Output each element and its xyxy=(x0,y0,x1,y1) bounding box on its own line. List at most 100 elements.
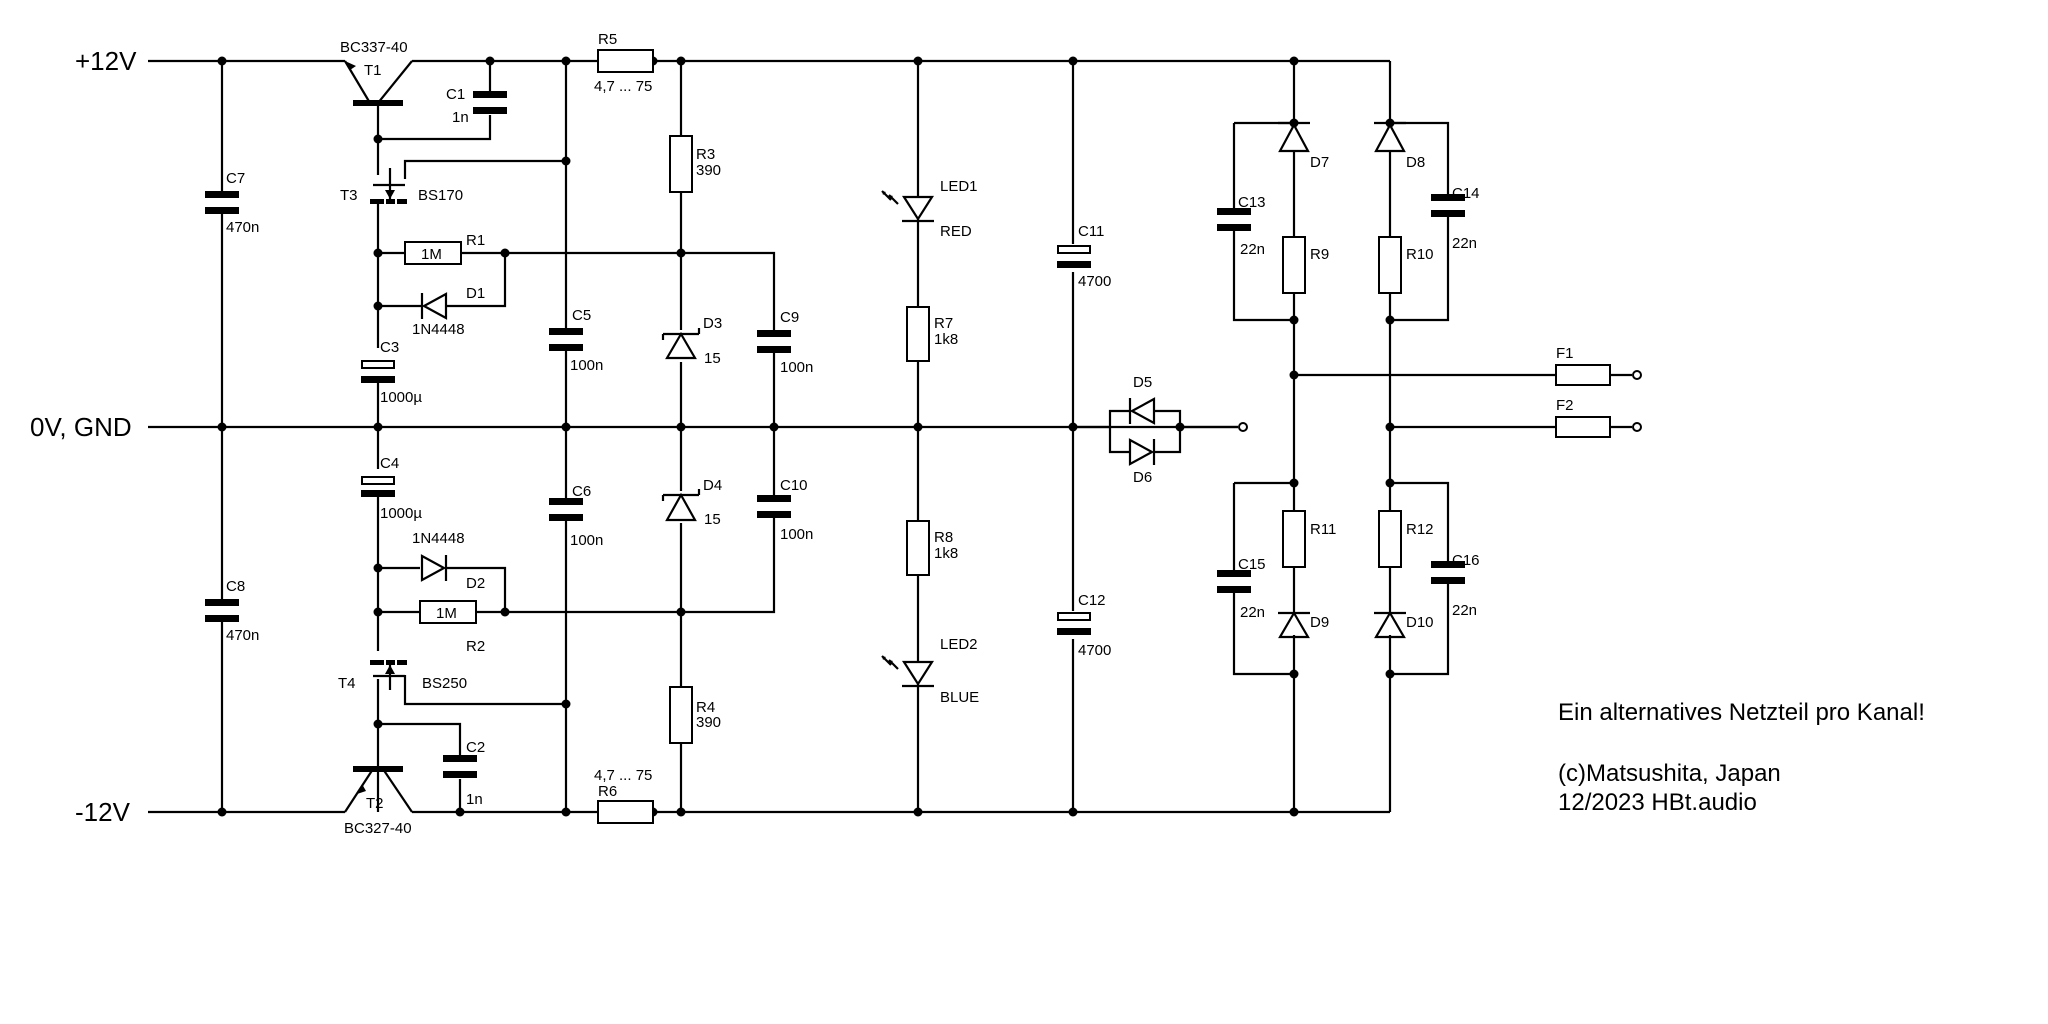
r5-value-label: 4,7 ... 75 xyxy=(594,78,652,95)
c12-ref-label: C12 xyxy=(1078,592,1106,609)
resistor-r5 xyxy=(597,49,654,73)
d1-ref-label: D1 xyxy=(466,285,485,302)
d6-ref-label: D6 xyxy=(1133,469,1152,486)
d9-ref-label: D9 xyxy=(1310,614,1329,631)
junction-dots xyxy=(217,56,1395,817)
fuse-f1 xyxy=(1555,364,1611,386)
c11-value-label: 4700 xyxy=(1078,273,1111,290)
capacitor-c13 xyxy=(1217,208,1251,231)
t2-type-label: BC327-40 xyxy=(344,820,412,837)
c10-value-label: 100n xyxy=(780,526,813,543)
c1-ref-label: C1 xyxy=(446,86,465,103)
t3-type-label: BS170 xyxy=(418,187,463,204)
c4-ref-label: C4 xyxy=(380,455,399,472)
capacitor-c12 xyxy=(1057,612,1091,635)
c15-ref-label: C15 xyxy=(1238,556,1266,573)
t1-type-label: BC337-40 xyxy=(340,39,408,56)
c5-value-label: 100n xyxy=(570,357,603,374)
c9-value-label: 100n xyxy=(780,359,813,376)
note-line-3: 12/2023 HBt.audio xyxy=(1558,789,1757,816)
r7-value-label: 1k8 xyxy=(934,331,958,348)
c16-value-label: 22n xyxy=(1452,602,1477,619)
c3-value-label: 1000µ xyxy=(380,389,422,406)
r8-ref-label: R8 xyxy=(934,529,953,546)
note-line-2: (c)Matsushita, Japan xyxy=(1558,760,1781,787)
r7-ref-label: R7 xyxy=(934,315,953,332)
f1-ref-label: F1 xyxy=(1556,345,1574,362)
led2-ref-label: LED2 xyxy=(940,636,978,653)
capacitor-c14 xyxy=(1431,194,1465,217)
c12-value-label: 4700 xyxy=(1078,642,1111,659)
wires xyxy=(148,59,1632,814)
resistor-r9 xyxy=(1282,236,1306,294)
capacitor-c1 xyxy=(473,91,507,114)
diode-d5 xyxy=(1128,397,1156,425)
r1-ref-label: R1 xyxy=(466,232,485,249)
capacitor-c3 xyxy=(361,360,395,383)
c8-value-label: 470n xyxy=(226,627,259,644)
capacitor-c8 xyxy=(205,599,239,622)
c10-ref-label: C10 xyxy=(780,477,808,494)
capacitor-c11 xyxy=(1057,245,1091,268)
zener-diode-d3 xyxy=(661,328,701,360)
led1-color-label: RED xyxy=(940,223,972,240)
capacitor-c2 xyxy=(443,755,477,778)
r6-ref-label: R6 xyxy=(598,783,617,800)
c16-ref-label: C16 xyxy=(1452,552,1480,569)
capacitor-c15 xyxy=(1217,570,1251,593)
c3-ref-label: C3 xyxy=(380,339,399,356)
t2-ref-label: T2 xyxy=(366,795,384,812)
resistor-r8 xyxy=(906,520,930,576)
diode-d8 xyxy=(1374,121,1406,153)
r10-ref-label: R10 xyxy=(1406,246,1434,263)
capacitor-c16 xyxy=(1431,561,1465,584)
r2-ref-label: R2 xyxy=(466,638,485,655)
diode-d10 xyxy=(1374,610,1406,639)
t3-ref-label: T3 xyxy=(340,187,358,204)
led1-ref-label: LED1 xyxy=(940,178,978,195)
r5-ref-label: R5 xyxy=(598,31,617,48)
d4-ref-label: D4 xyxy=(703,477,722,494)
r3-value-label: 390 xyxy=(696,162,721,179)
r4-ref-label: R4 xyxy=(696,699,715,716)
d3-ref-label: D3 xyxy=(703,315,722,332)
c6-value-label: 100n xyxy=(570,532,603,549)
note-line-1: Ein alternatives Netzteil pro Kanal! xyxy=(1558,699,1925,726)
t1-ref-label: T1 xyxy=(364,62,382,79)
led2-color-label: BLUE xyxy=(940,689,979,706)
r4-value-label: 390 xyxy=(696,714,721,731)
c9-ref-label: C9 xyxy=(780,309,799,326)
resistor-r1 xyxy=(404,241,462,265)
led-led2 xyxy=(881,655,935,688)
capacitor-c6 xyxy=(549,498,583,521)
r1-value-label: 1M xyxy=(421,246,442,263)
c6-ref-label: C6 xyxy=(572,483,591,500)
rail-label-neg: -12V xyxy=(75,797,131,827)
resistor-r6 xyxy=(597,800,654,824)
t4-type-label: BS250 xyxy=(422,675,467,692)
r2-value-label: 1M xyxy=(436,605,457,622)
resistor-r10 xyxy=(1378,236,1402,294)
r8-value-label: 1k8 xyxy=(934,545,958,562)
transistor-t2 xyxy=(344,766,413,813)
d4-value-label: 15 xyxy=(704,511,721,528)
r6-value-label: 4,7 ... 75 xyxy=(594,767,652,784)
c14-ref-label: C14 xyxy=(1452,185,1480,202)
d3-value-label: 15 xyxy=(704,350,721,367)
c13-ref-label: C13 xyxy=(1238,194,1266,211)
r9-ref-label: R9 xyxy=(1310,246,1329,263)
resistor-r3 xyxy=(669,135,693,193)
d2-ref-label: D2 xyxy=(466,575,485,592)
d8-ref-label: D8 xyxy=(1406,154,1425,171)
c11-ref-label: C11 xyxy=(1078,223,1104,240)
c2-value-label: 1n xyxy=(466,791,483,808)
c7-value-label: 470n xyxy=(226,219,259,236)
t4-ref-label: T4 xyxy=(338,675,356,692)
c4-value-label: 1000µ xyxy=(380,505,422,522)
output-terminals xyxy=(1238,370,1642,432)
rail-label-pos: +12V xyxy=(75,46,137,76)
d5-ref-label: D5 xyxy=(1133,374,1152,391)
rail-label-gnd: 0V, GND xyxy=(30,412,132,442)
resistor-r2 xyxy=(419,600,477,624)
